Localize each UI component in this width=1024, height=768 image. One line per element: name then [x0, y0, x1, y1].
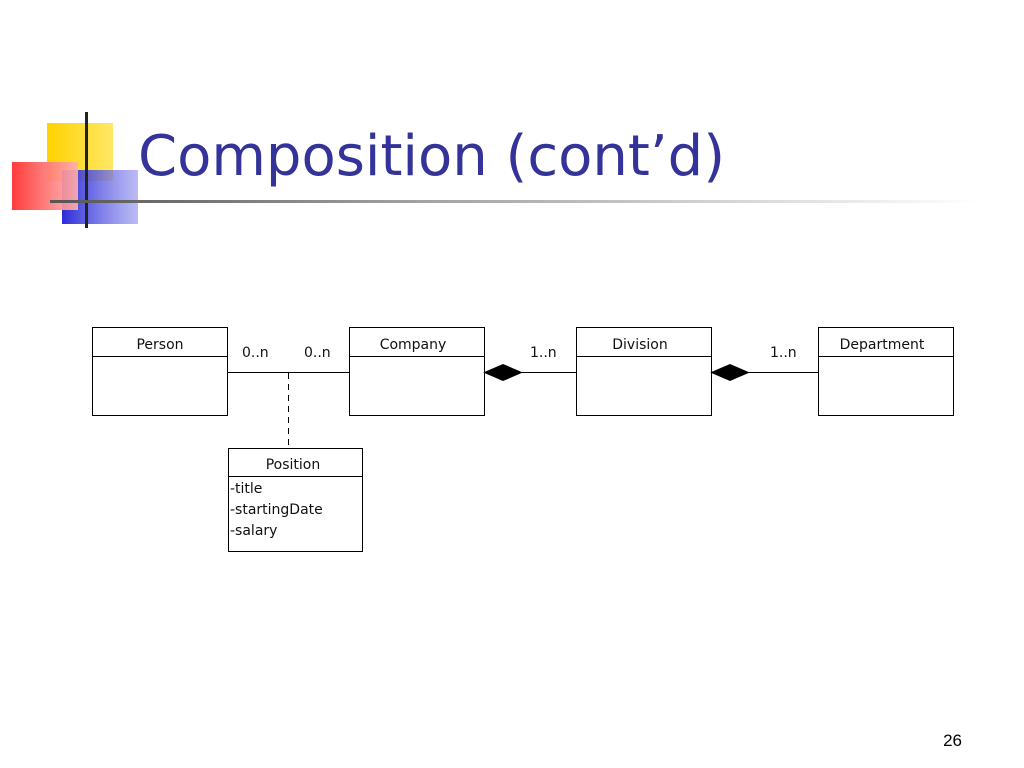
composition-diamond-company [483, 363, 523, 382]
class-company: Company [349, 327, 485, 416]
decor-vertical-line [85, 112, 88, 228]
page-number: 26 [943, 731, 962, 750]
multiplicity-person-company-left: 0..n [242, 345, 269, 361]
class-position: Position -title -startingDate -salary [228, 448, 363, 552]
multiplicity-company-division: 1..n [530, 345, 557, 361]
class-department-box [818, 327, 954, 416]
class-person-box [92, 327, 228, 416]
class-company-box [349, 327, 485, 416]
position-attribute-starting-date: -startingDate [230, 502, 323, 518]
class-person-name: Person [136, 337, 183, 353]
class-department-name: Department [840, 337, 925, 353]
composition-diamond-division [710, 363, 750, 382]
multiplicity-division-department: 1..n [770, 345, 797, 361]
class-company-name: Company [380, 337, 447, 353]
multiplicity-person-company-right: 0..n [304, 345, 331, 361]
title-decoration [12, 112, 980, 228]
class-department: Department [818, 327, 954, 416]
slide-title: Composition (cont’d) [138, 124, 726, 189]
position-attribute-title: -title [230, 481, 262, 497]
class-division-name: Division [612, 337, 667, 353]
class-person: Person [92, 327, 228, 416]
title-underline [50, 200, 980, 203]
class-division-box [576, 327, 712, 416]
class-position-box [228, 448, 363, 552]
class-division: Division [576, 327, 712, 416]
position-attribute-salary: -salary [230, 523, 277, 539]
class-position-name: Position [266, 457, 321, 473]
